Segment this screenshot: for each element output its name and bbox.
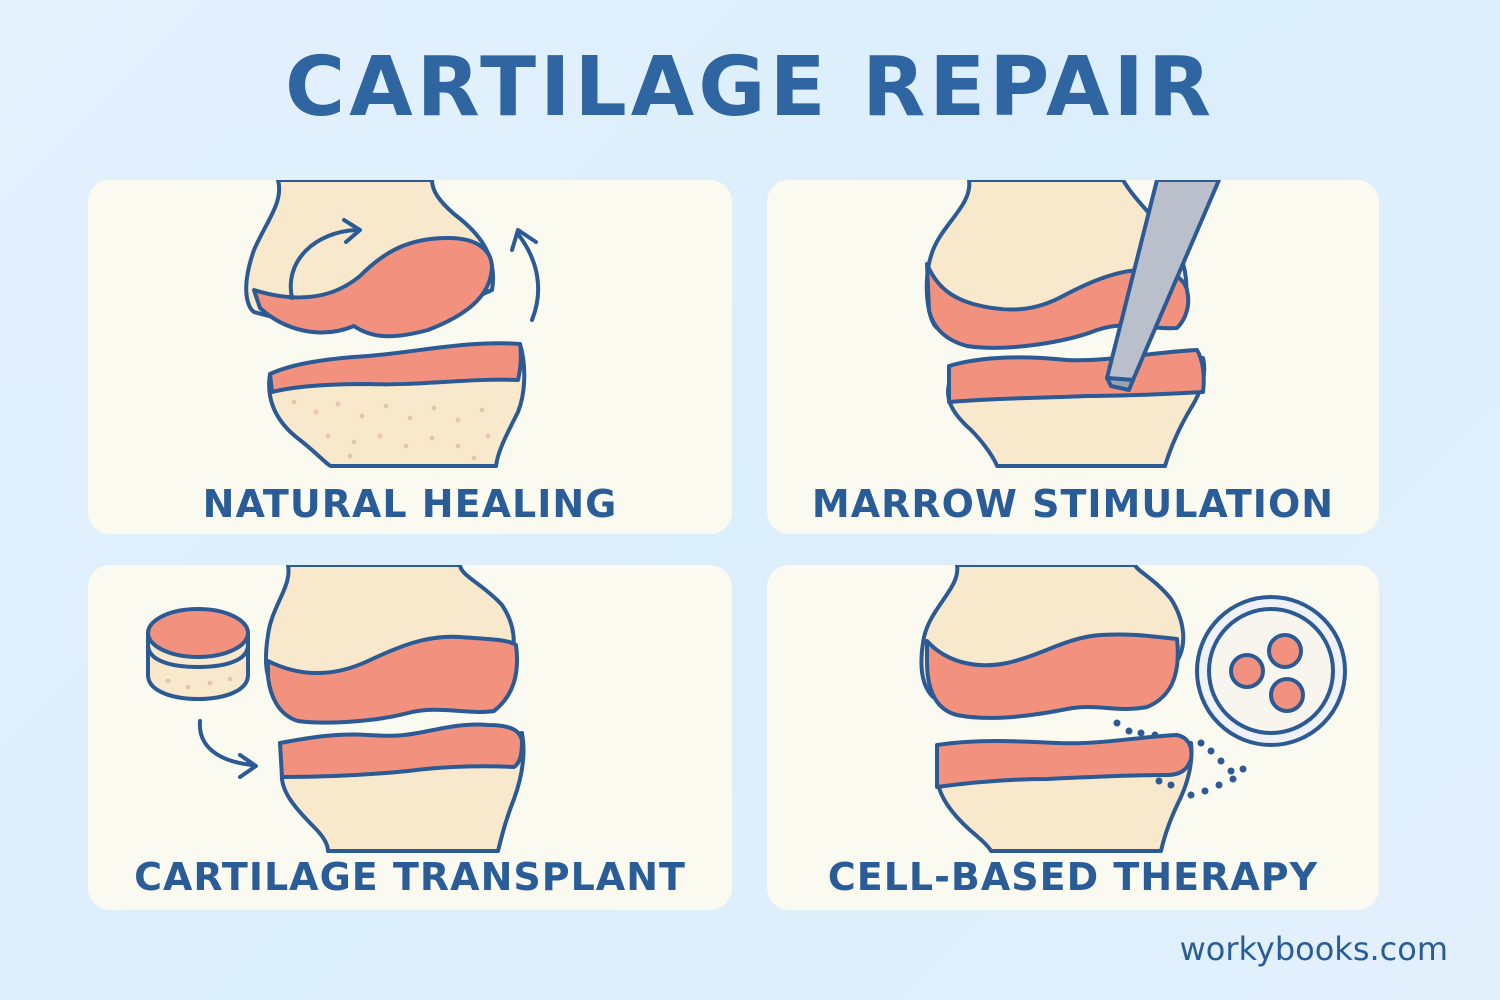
- panel-natural-healing: NATURAL HEALING: [88, 180, 732, 534]
- knee-joint-healing-arrows-icon: [244, 180, 541, 469]
- panel-label-cartilage-transplant: CARTILAGE TRANSPLANT: [134, 855, 686, 899]
- knee-joint-plug-transplant-icon: [146, 565, 526, 853]
- knee-joint-cells-icon: [919, 565, 1347, 853]
- footer-site-name[interactable]: workybooks.com: [1179, 930, 1448, 968]
- page-title: CARTILAGE REPAIR: [285, 40, 1215, 135]
- panel-marrow-stimulation: MARROW STIMULATION: [767, 180, 1379, 534]
- knee-joint-drill-icon: [924, 180, 1221, 468]
- panel-cell-based-therapy: CELL-BASED THERAPY: [767, 565, 1379, 910]
- panel-label-natural-healing: NATURAL HEALING: [202, 482, 618, 526]
- panel-label-cell-based-therapy: CELL-BASED THERAPY: [827, 855, 1319, 899]
- panel-cartilage-transplant: CARTILAGE TRANSPLANT: [88, 565, 732, 910]
- panel-label-marrow-stimulation: MARROW STIMULATION: [811, 482, 1335, 526]
